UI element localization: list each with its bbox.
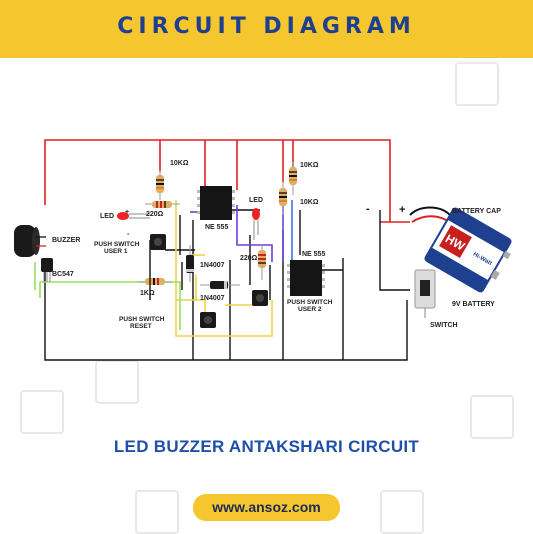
- label-r1k: 1KΩ: [140, 290, 155, 297]
- label-switch: SWITCH: [430, 322, 458, 329]
- label-battery-cap: BATTERY CAP: [452, 208, 501, 215]
- label-push-switch-user1-sub: USER 1: [104, 248, 128, 255]
- label-r10k-mid-right: 10KΩ: [300, 199, 319, 206]
- watermark: [20, 390, 64, 434]
- label-9v-battery: 9V BATTERY: [452, 301, 495, 308]
- label-push-switch-reset: PUSH SWITCH: [119, 316, 165, 323]
- watermark: [135, 490, 179, 534]
- label-minus-left: -: [127, 231, 130, 238]
- page-title: CIRCUIT DIAGRAM: [117, 14, 416, 39]
- battery-9v: HW Hi-Watt: [424, 207, 512, 293]
- led-left: [117, 212, 150, 220]
- header-banner: CIRCUIT DIAGRAM: [0, 0, 533, 58]
- label-plus-battery: +: [399, 204, 405, 216]
- resistor-220-right: [258, 245, 266, 280]
- ne555-left: [197, 186, 235, 220]
- resistor-1k: [138, 278, 172, 285]
- website-badge[interactable]: www.ansoz.com: [193, 494, 340, 521]
- label-minus-battery: -: [366, 203, 370, 215]
- resistor-10k-top-left: [156, 170, 164, 200]
- diode-1n4007-horizontal: [200, 281, 240, 289]
- watermark: [455, 62, 499, 106]
- label-ne555-left: NE 555: [205, 224, 228, 231]
- label-diode-1: 1N4007: [200, 262, 225, 269]
- label-r10k-top-left: 10KΩ: [170, 160, 189, 167]
- label-r220-right: 220Ω: [240, 255, 258, 262]
- label-led-right: LED: [249, 197, 263, 204]
- label-r220-left: 220Ω: [146, 211, 164, 218]
- watermark: [380, 490, 424, 534]
- slide-switch: [414, 269, 436, 318]
- buzzer: [14, 225, 46, 257]
- ne555-right: [287, 260, 325, 296]
- label-bc547: BC547: [52, 271, 74, 278]
- diode-1n4007-vertical: [186, 245, 194, 282]
- label-ne555-right: NE 555: [302, 251, 325, 258]
- label-diode-2: 1N4007: [200, 295, 225, 302]
- push-switch-reset: [200, 312, 216, 328]
- push-switch-user1: [150, 234, 166, 250]
- circuit-diagram: HW Hi-Watt BUZZER BC547 LED + - 220Ω 10K…: [14, 139, 512, 361]
- push-switch-user2: [252, 290, 268, 306]
- label-push-switch-user2-sub: USER 2: [298, 306, 322, 313]
- diagram-caption: LED BUZZER ANTAKSHARI CIRCUIT: [113, 437, 420, 456]
- label-buzzer: BUZZER: [52, 237, 80, 244]
- label-push-switch-user1: PUSH SWITCH: [94, 241, 140, 248]
- bc547-transistor: [41, 258, 53, 282]
- label-plus-left: +: [125, 209, 129, 216]
- resistor-10k-top-right: [289, 162, 297, 195]
- label-push-switch-user2: PUSH SWITCH: [287, 299, 333, 306]
- resistor-220-left: [145, 201, 180, 208]
- label-push-switch-reset-sub: RESET: [130, 323, 152, 330]
- label-led-left: LED: [100, 213, 114, 220]
- led-right: [252, 208, 260, 240]
- watermark: [95, 360, 139, 404]
- website-link[interactable]: www.ansoz.com: [212, 499, 321, 515]
- resistor-10k-mid-right: [279, 182, 287, 215]
- watermark: [470, 395, 514, 439]
- green-wires: [34, 262, 181, 330]
- label-r10k-top-right: 10KΩ: [300, 162, 319, 169]
